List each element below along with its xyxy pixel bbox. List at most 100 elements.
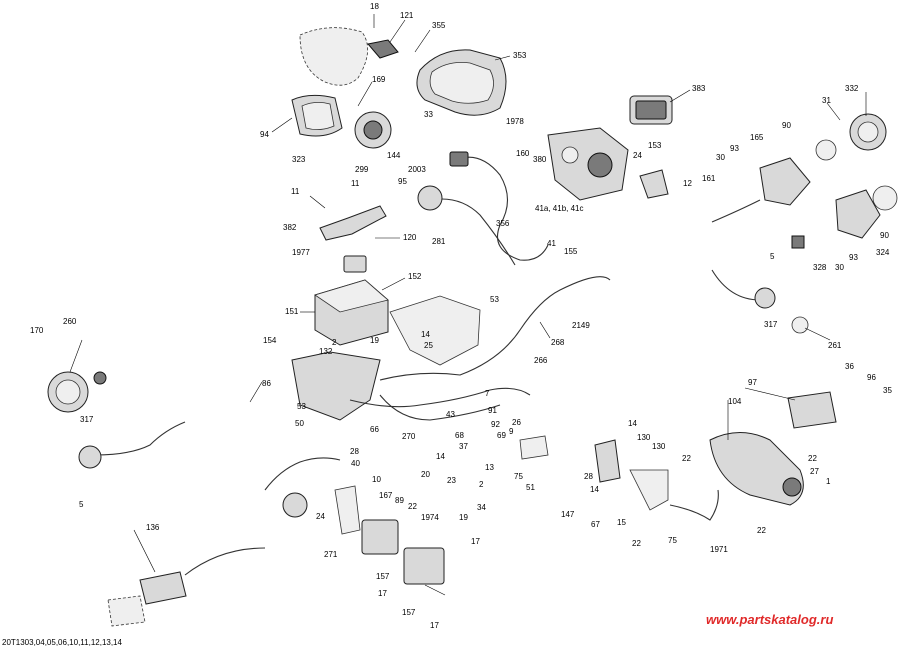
callout-121: 121 — [400, 11, 414, 20]
callout-41abc: 41a, 41b, 41c — [535, 204, 584, 213]
callout-53-mid: 53 — [490, 295, 499, 304]
module-136 — [139, 571, 187, 605]
bracket-382 — [319, 205, 387, 241]
callout-356: 356 — [496, 219, 510, 228]
visor-cover — [299, 27, 368, 86]
callout-19-b: 19 — [459, 513, 468, 522]
callout-165: 165 — [750, 133, 764, 142]
regulator-157-b — [403, 547, 445, 585]
ring-90-b — [872, 185, 898, 211]
callout-22-b: 22 — [808, 454, 817, 463]
lamp-261 — [791, 316, 809, 334]
callout-154: 154 — [263, 336, 277, 345]
callout-136: 136 — [146, 523, 160, 532]
callout-69: 69 — [497, 431, 506, 440]
callout-5-left: 5 — [79, 500, 84, 509]
callout-144: 144 — [387, 151, 401, 160]
callout-317-left: 317 — [80, 415, 94, 424]
callout-14-a: 14 — [421, 330, 430, 339]
callout-67: 67 — [591, 520, 600, 529]
callout-22-d: 22 — [682, 454, 691, 463]
callout-104: 104 — [728, 397, 742, 406]
callout-14-b: 14 — [436, 452, 445, 461]
callout-28-b: 28 — [584, 472, 593, 481]
callout-90-b: 90 — [880, 231, 889, 240]
callout-93-b: 93 — [849, 253, 858, 262]
lamp-317-right — [754, 287, 776, 309]
callout-260: 260 — [63, 317, 77, 326]
relay-1977 — [343, 255, 367, 273]
callout-155: 155 — [564, 247, 578, 256]
callout-75-b: 75 — [668, 536, 677, 545]
callout-34: 34 — [477, 503, 486, 512]
callout-261: 261 — [828, 341, 842, 350]
callout-1977: 1977 — [292, 248, 310, 257]
callout-40: 40 — [351, 459, 360, 468]
callout-383: 383 — [692, 84, 706, 93]
callout-130-b: 130 — [652, 442, 666, 451]
callout-92: 92 — [491, 420, 500, 429]
motor-324 — [835, 189, 881, 239]
callout-13: 13 — [485, 463, 494, 472]
callout-43: 43 — [446, 410, 455, 419]
bracket-130 — [629, 469, 669, 511]
callout-170: 170 — [30, 326, 44, 335]
bracket-121 — [367, 39, 399, 59]
cover-75 — [519, 435, 549, 460]
callout-18: 18 — [370, 2, 379, 11]
callout-12: 12 — [683, 179, 692, 188]
bracket-97 — [787, 391, 837, 429]
callout-17-c: 17 — [430, 621, 439, 630]
callout-66: 66 — [370, 425, 379, 434]
callout-96: 96 — [867, 373, 876, 382]
callout-20: 20 — [421, 470, 430, 479]
callout-53-low: 53 — [297, 402, 306, 411]
callout-50: 50 — [295, 419, 304, 428]
callout-299: 299 — [355, 165, 369, 174]
callout-120: 120 — [403, 233, 417, 242]
callout-147: 147 — [561, 510, 575, 519]
callout-353: 353 — [513, 51, 527, 60]
callout-22-c: 22 — [757, 526, 766, 535]
callout-2003: 2003 — [408, 165, 426, 174]
callout-28-a: 28 — [350, 447, 359, 456]
callout-382: 382 — [283, 223, 297, 232]
callout-1978: 1978 — [506, 117, 524, 126]
callout-328: 328 — [813, 263, 827, 272]
callout-7: 7 — [485, 389, 490, 398]
connector-281 — [417, 185, 443, 211]
callout-169: 169 — [372, 75, 386, 84]
callout-95: 95 — [398, 177, 407, 186]
callout-94: 94 — [260, 130, 269, 139]
callout-324: 324 — [876, 248, 890, 257]
callout-36: 36 — [845, 362, 854, 371]
callout-26: 26 — [512, 418, 521, 427]
callout-24-top: 24 — [633, 151, 642, 160]
callout-91: 91 — [488, 406, 497, 415]
callout-30-a: 30 — [716, 153, 725, 162]
callout-152: 152 — [408, 272, 422, 281]
callout-23: 23 — [447, 476, 456, 485]
callout-30-b: 30 — [835, 263, 844, 272]
callout-1974: 1974 — [421, 513, 439, 522]
callout-355: 355 — [432, 21, 446, 30]
callout-317-right: 317 — [764, 320, 778, 329]
callout-35: 35 — [883, 386, 892, 395]
callout-22-a: 22 — [408, 502, 417, 511]
callout-1: 1 — [826, 477, 831, 486]
callout-132: 132 — [319, 347, 333, 356]
callout-11-b: 11 — [351, 179, 360, 188]
callout-2-b: 2 — [479, 480, 484, 489]
motor-165 — [759, 157, 811, 206]
lamp-317-left — [78, 445, 102, 469]
leader-lines — [69, 14, 867, 596]
starter-104 — [709, 432, 804, 506]
watermark: www.partskatalog.ru — [706, 612, 834, 627]
callout-41: 41 — [547, 239, 556, 248]
callout-33: 33 — [424, 110, 433, 119]
callout-11-a: 11 — [291, 187, 300, 196]
battery-shroud — [389, 295, 481, 366]
callout-31: 31 — [822, 96, 831, 105]
callout-380: 380 — [533, 155, 547, 164]
